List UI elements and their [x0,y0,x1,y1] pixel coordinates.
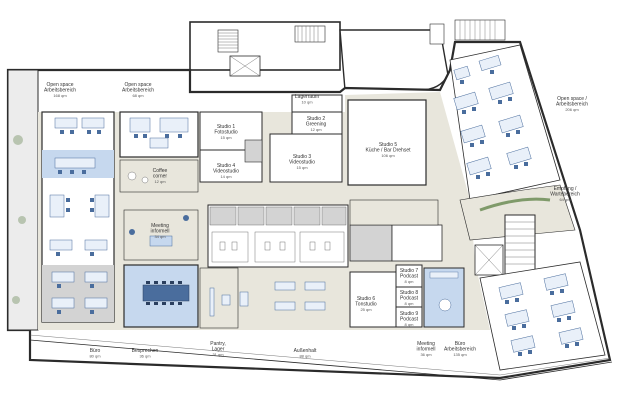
chairs-left [56,130,101,314]
desks-mid [129,117,189,149]
room-studio6 [349,271,397,328]
stair-north [217,29,239,53]
restrooms [207,204,349,268]
room-abstellraum [391,224,443,262]
room-gang-mid [349,199,439,226]
chairs-lower-right [505,289,579,356]
room-studio5 [347,99,427,186]
furniture-aussenhalt [209,281,326,317]
room-pantry [199,267,239,329]
chairs-mid [134,134,182,138]
room-studio9 [395,306,423,328]
room-lagerraum [291,94,343,113]
reception-counter [479,197,551,212]
terrace-west [7,69,39,331]
desks-right [453,54,532,176]
desks-lower-right [498,273,584,353]
stair-east [474,214,536,276]
chairs-right [460,70,528,179]
room-studio3 [269,133,343,183]
room-lager-mid [349,224,393,262]
stair-northeast [454,19,506,41]
room-lager-small [244,139,263,163]
north-core [189,21,449,91]
south-facade [29,339,613,381]
desks-left [49,117,110,309]
